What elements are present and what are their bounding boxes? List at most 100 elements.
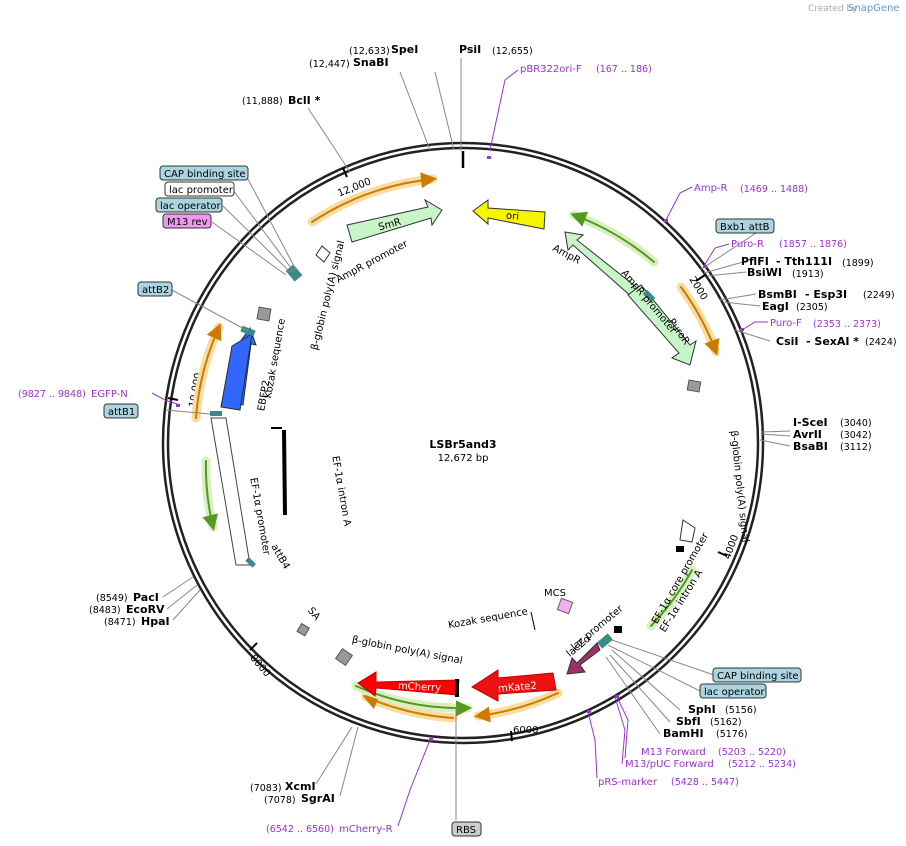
m13puc-name[interactable]: M13/pUC Forward xyxy=(625,759,714,770)
attb4-marker xyxy=(245,557,256,568)
svg-text:Bxb1 attB: Bxb1 attB xyxy=(720,222,770,233)
prs-range: (5428 .. 5447) xyxy=(671,777,739,788)
ef1a-core-arrow xyxy=(679,519,696,543)
kozak-bottom-marker xyxy=(530,611,536,631)
orf-arc-left xyxy=(191,322,224,423)
bcli-name[interactable]: BclI * xyxy=(288,94,321,107)
box-lac-promoter-top[interactable]: lac promoter xyxy=(164,181,235,197)
iscei-name[interactable]: I-SceI xyxy=(793,416,828,429)
esp3i-name[interactable]: - Esp3I xyxy=(805,288,847,301)
sa-label: SA xyxy=(305,605,322,622)
box-lac-operator-bottom[interactable]: lac operator xyxy=(699,683,767,699)
tth111i-name[interactable]: - Tth111I xyxy=(776,255,832,268)
mcs-marker xyxy=(556,597,574,615)
xcmi-name[interactable]: XcmI xyxy=(285,780,316,793)
svg-text:CAP binding site: CAP binding site xyxy=(717,671,799,682)
psii-name[interactable]: PsiI xyxy=(459,43,481,56)
sphi-pos: (5156) xyxy=(725,705,757,716)
svg-text:lac operator: lac operator xyxy=(160,201,221,212)
prs-name[interactable]: pRS-marker xyxy=(598,777,658,788)
sexai-name[interactable]: - SexAI * xyxy=(806,335,859,348)
svg-text:RBS: RBS xyxy=(456,825,476,836)
eagi-name[interactable]: EagI xyxy=(762,300,789,313)
bglobin-left-label: β-globin poly(A) signal xyxy=(309,240,347,352)
egfpn-name[interactable]: EGFP-N xyxy=(91,389,128,400)
lacza-arrow xyxy=(566,642,601,675)
bsiwi-name[interactable]: BsiWI xyxy=(747,266,782,279)
mkate2-label: mKate2 xyxy=(498,681,537,695)
box-lac-operator-top[interactable]: lac operator xyxy=(155,197,223,213)
eagi-pos: (2305) xyxy=(796,302,828,313)
box-rbs[interactable]: RBS xyxy=(451,821,482,837)
svg-text:attB1: attB1 xyxy=(108,407,135,418)
svg-text:M13 rev: M13 rev xyxy=(167,217,208,228)
mcherry-stop-marker xyxy=(455,679,459,697)
bglobin-bottom-marker xyxy=(334,647,354,667)
puror-marker xyxy=(642,289,656,303)
mcherryr-name[interactable]: mCherry-R xyxy=(339,824,393,835)
ori-arrow xyxy=(472,199,546,230)
backbone-outer xyxy=(161,141,765,745)
hpai-name[interactable]: HpaI xyxy=(141,615,170,628)
ampr-primer-range: (1469 .. 1488) xyxy=(740,184,808,195)
primer-markers xyxy=(176,156,744,741)
mkate2-arrow xyxy=(471,669,557,702)
bamhi-name[interactable]: BamHI xyxy=(663,727,704,740)
paci-pos: (8549) xyxy=(96,593,128,604)
tick-6000: 6000 xyxy=(513,725,538,736)
ef1a-intron-inner-label: EF-1α intron A xyxy=(329,455,352,527)
bglobin-right-marker xyxy=(686,379,702,393)
attb4-label: attB4 xyxy=(268,542,291,571)
pbr322-name[interactable]: pBR322ori-F xyxy=(520,64,582,75)
backbone-inner xyxy=(166,146,760,740)
ori-label: ori xyxy=(505,211,519,223)
avrii-name[interactable]: AvrII xyxy=(793,428,822,441)
pflfi-name[interactable]: PflFI xyxy=(741,255,769,268)
bsabi-pos: (3112) xyxy=(840,442,872,453)
iscei-pos: (3040) xyxy=(840,418,872,429)
ebfp2-label: EBFP2 xyxy=(256,379,272,412)
purof-primer-name[interactable]: Puro-F xyxy=(770,318,802,329)
box-attb2[interactable]: attB2 xyxy=(137,281,173,297)
box-bxb1-attb[interactable]: Bxb1 attB xyxy=(715,218,775,234)
sgrai-name[interactable]: SgrAI xyxy=(301,792,335,805)
puror-primer-range: (1857 .. 1876) xyxy=(779,239,847,250)
box-cap-top[interactable]: CAP binding site xyxy=(159,165,249,181)
bsabi-name[interactable]: BsaBI xyxy=(793,440,828,453)
smr-arrow xyxy=(346,198,443,243)
ampr-primer-name[interactable]: Amp-R xyxy=(694,183,728,194)
egfpn-range: (9827 .. 9848) xyxy=(18,389,86,400)
paci-name[interactable]: PacI xyxy=(133,591,159,604)
kozak-bottom-label: Kozak sequence xyxy=(447,606,528,631)
ecorv-name[interactable]: EcoRV xyxy=(126,603,165,616)
puror-arrow xyxy=(627,284,697,366)
bsmbi-name[interactable]: BsmBI xyxy=(758,288,797,301)
csii-name[interactable]: CsiI xyxy=(776,335,798,348)
puror-primer-name[interactable]: Puro-R xyxy=(731,239,764,250)
box-cap-bottom[interactable]: CAP binding site xyxy=(712,667,802,683)
spei-name[interactable]: SpeI xyxy=(391,43,418,56)
plasmid-name: LSBr5and3 xyxy=(429,438,496,451)
box-attb1[interactable]: attB1 xyxy=(103,403,139,419)
ef1a-intron-inner-bar xyxy=(282,430,287,515)
ampr-promoter-top-arrow xyxy=(315,245,331,263)
svg-text:attB2: attB2 xyxy=(142,285,169,296)
m13fwd-name[interactable]: M13 Forward xyxy=(641,747,706,758)
svg-text:lac promoter: lac promoter xyxy=(169,185,234,196)
ef1a-core-marker xyxy=(676,546,684,552)
credit-prefix: Created by xyxy=(808,4,858,14)
sbfi-name[interactable]: SbfI xyxy=(676,715,701,728)
sbfi-pos: (5162) xyxy=(710,717,742,728)
m13fwd-range: (5203 .. 5220) xyxy=(718,747,786,758)
pbr322-range: (167 .. 186) xyxy=(596,64,652,75)
xcmi-pos: (7083) xyxy=(250,783,282,794)
snabi-name[interactable]: SnaBI xyxy=(353,56,389,69)
leader-lines xyxy=(162,58,791,820)
sphi-name[interactable]: SphI xyxy=(688,703,716,716)
csii-pos: (2424) xyxy=(865,337,897,348)
pflfi-pos: (1899) xyxy=(842,258,874,269)
ef1a-promoter-label: EF-1α promoter xyxy=(247,477,272,557)
box-m13-rev[interactable]: M13 rev xyxy=(162,213,212,229)
psii-pos: (12,655) xyxy=(492,46,533,57)
